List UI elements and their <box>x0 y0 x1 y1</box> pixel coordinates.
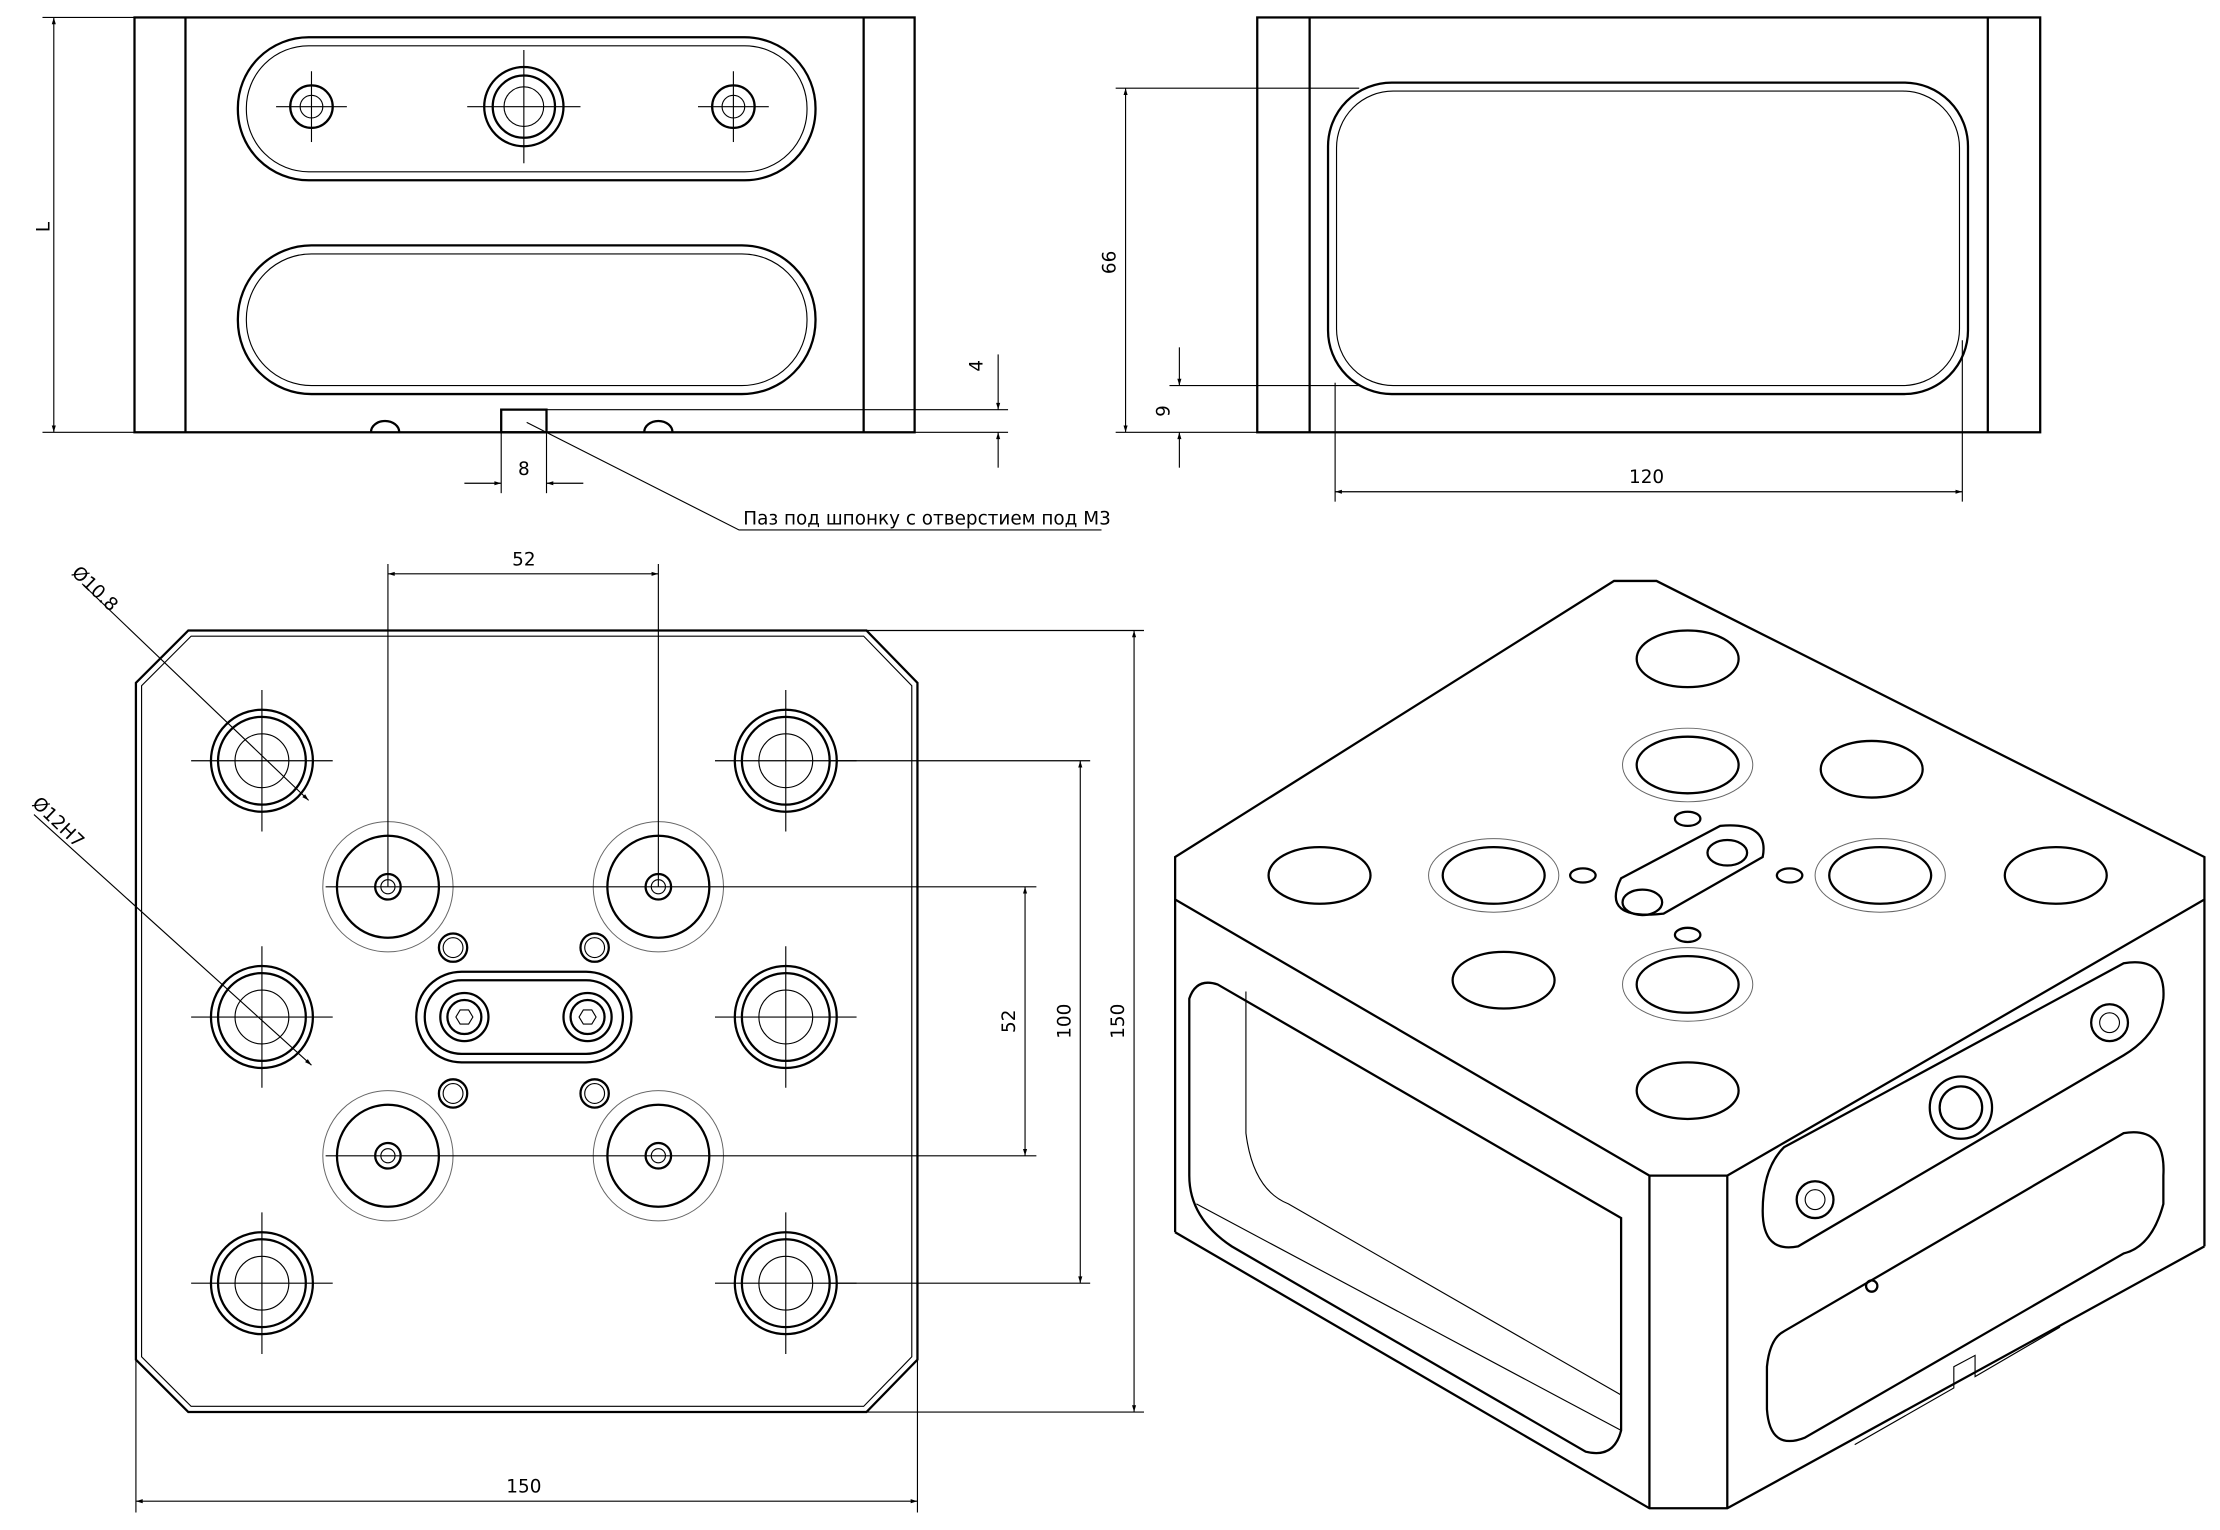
screw-left <box>276 71 347 143</box>
isometric-view <box>1173 579 2206 1510</box>
dim-pattern-y-label: 52 <box>999 1010 1020 1033</box>
center-key-slot <box>415 970 633 1064</box>
dim-window-height-label: 66 <box>1100 251 1121 274</box>
left-face-window <box>1188 981 1623 1455</box>
screw-center <box>467 50 581 164</box>
dim-key-depth-label: 4 <box>967 360 988 372</box>
top-holes <box>1267 629 2108 1121</box>
plan-view: 52 52 100 150 150 Ø10.8 Ø12H7 <box>28 549 1144 1513</box>
callout-large-hole: Ø12H7 <box>28 793 88 852</box>
pin-holes <box>437 932 610 1109</box>
dim-outer-holes-label: 100 <box>1054 1004 1075 1039</box>
screw-right <box>697 71 769 143</box>
key-slot-note: Паз под шпонку с отверстием под М3 <box>743 508 1111 529</box>
iso-key-slot <box>1614 824 1765 917</box>
corner-holes <box>191 689 857 1354</box>
dim-plan-height-label: 150 <box>1108 1004 1129 1039</box>
callout-small-hole: Ø10.8 <box>67 562 121 616</box>
dim-pattern-x-label: 52 <box>512 549 535 570</box>
front-view: L 4 8 Паз под шпонку с отверстием под М3 <box>34 16 1111 531</box>
dim-window-width-label: 120 <box>1629 467 1664 488</box>
pattern-holes <box>322 821 724 1222</box>
dim-window-offset-label: 9 <box>1153 405 1174 417</box>
dim-key-width-label: 8 <box>518 459 530 480</box>
dim-plan-width-label: 150 <box>506 1477 541 1498</box>
side-view: 66 9 120 <box>1100 16 2042 502</box>
dim-height-label: L <box>34 221 55 232</box>
right-face-slots <box>1761 961 2165 1446</box>
